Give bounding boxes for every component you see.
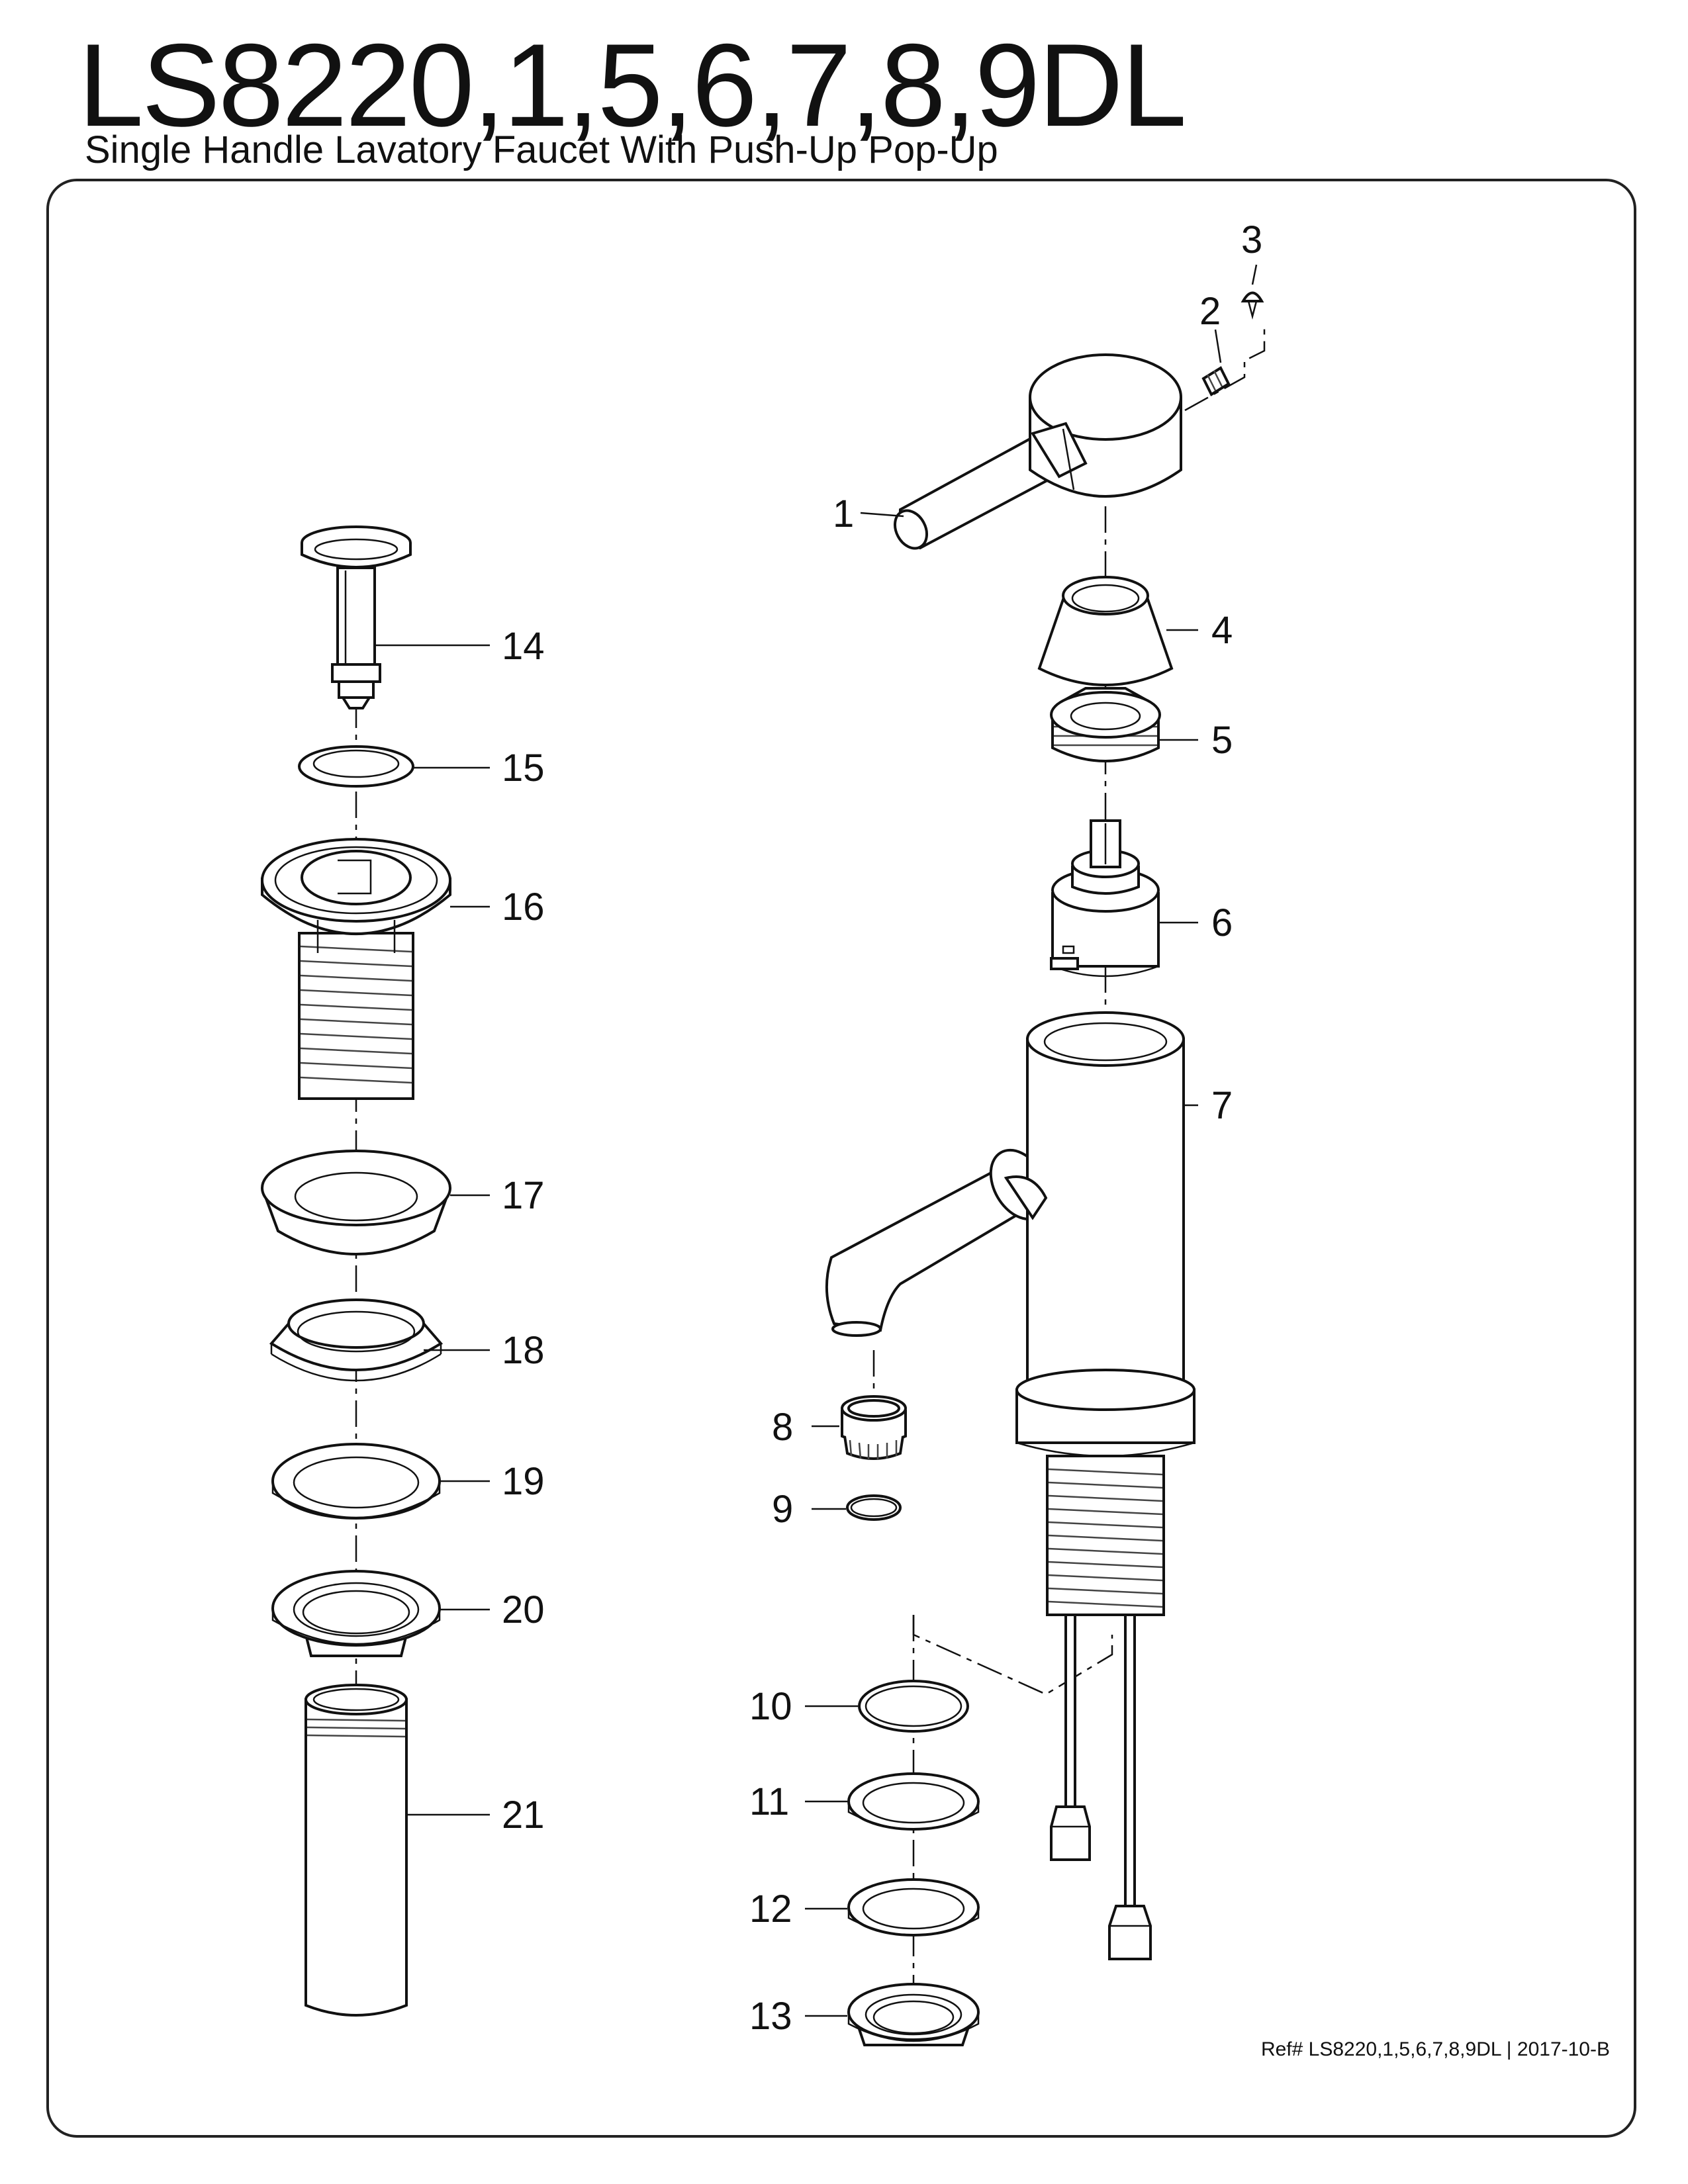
part-13-mounting-nut — [847, 1983, 980, 2046]
part-16-drain-body — [261, 838, 451, 1100]
part-15-gasket — [298, 745, 414, 788]
callout-numbers: 1 2 3 4 5 6 7 8 9 10 11 12 13 14 15 16 1… — [502, 218, 1262, 2038]
callout-3: 3 — [1241, 218, 1262, 261]
reference-code: Ref# LS8220,1,5,6,7,8,9DL | 2017-10-B — [1260, 2038, 1610, 2060]
leader-lines — [376, 264, 1258, 2017]
part-3-button-cap — [1241, 291, 1264, 320]
callout-1: 1 — [833, 492, 854, 535]
part-6-cartridge — [1050, 819, 1160, 978]
part-19-friction-washer — [271, 1443, 441, 1520]
part-10-rubber-gasket — [858, 1680, 969, 1733]
part-5-bonnet-nut — [1050, 687, 1161, 762]
page-subtitle: Single Handle Lavatory Faucet With Push-… — [85, 128, 998, 171]
callout-13: 13 — [749, 1995, 792, 2038]
part-8-aerator — [841, 1395, 907, 1460]
screw-axis — [1184, 328, 1266, 412]
callout-11: 11 — [749, 1780, 789, 1823]
part-14-popup-stopper — [301, 525, 412, 709]
part-20-lock-nut — [271, 1570, 441, 1657]
callout-16: 16 — [502, 886, 545, 929]
callout-8: 8 — [772, 1406, 793, 1449]
callout-6: 6 — [1211, 901, 1233, 944]
part-2-set-screw — [1201, 366, 1231, 396]
part-17-cone-washer — [261, 1150, 451, 1255]
callout-5: 5 — [1211, 719, 1233, 762]
callout-4: 4 — [1211, 609, 1233, 652]
callout-14: 14 — [502, 625, 545, 668]
callout-2: 2 — [1199, 290, 1221, 333]
part-1-handle — [894, 353, 1182, 550]
callout-15: 15 — [502, 747, 545, 790]
callout-21: 21 — [502, 1794, 545, 1837]
part-18-rubber-washer — [269, 1298, 444, 1382]
page-title: LS8220,1,5,6,7,8,9DL — [78, 19, 1187, 151]
callout-7: 7 — [1211, 1084, 1233, 1127]
mounting-axis-offset — [912, 1615, 1113, 1696]
part-21-tailpiece — [305, 1684, 408, 2017]
drawing-frame — [46, 179, 1636, 2138]
callout-10: 10 — [749, 1685, 792, 1728]
part-7-faucet-body — [825, 1011, 1196, 1960]
callout-20: 20 — [502, 1588, 545, 1631]
part-9-o-ring — [846, 1494, 902, 1521]
part-11-friction-washer — [847, 1772, 980, 1831]
part-12-metal-washer — [847, 1878, 980, 1936]
callout-17: 17 — [502, 1174, 545, 1217]
callout-18: 18 — [502, 1329, 545, 1372]
callout-9: 9 — [772, 1488, 793, 1531]
part-4-dome-cover — [1037, 576, 1174, 686]
callout-12: 12 — [749, 1888, 792, 1931]
callout-19: 19 — [502, 1460, 545, 1503]
